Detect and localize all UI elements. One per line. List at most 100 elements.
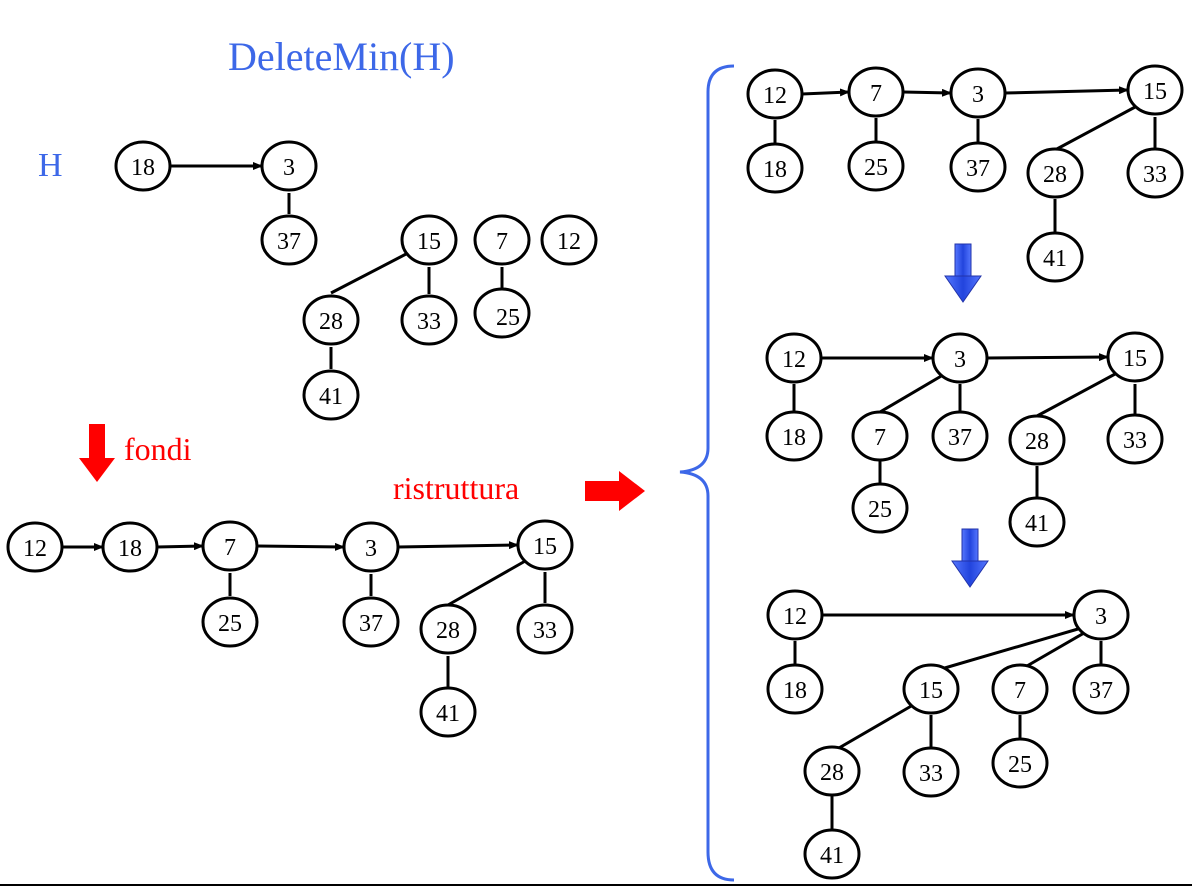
tree-edge (930, 627, 1079, 674)
tree-node: 7 (851, 410, 909, 462)
svg-text:25: 25 (1008, 752, 1032, 778)
svg-text:3: 3 (954, 347, 966, 373)
tree-node: 28 (419, 603, 477, 655)
tree-edge (1019, 631, 1085, 672)
tree-node: 18 (766, 663, 824, 715)
svg-text:15: 15 (1123, 346, 1147, 372)
tree-node: 3 (949, 67, 1007, 119)
merge-label: fondi (124, 431, 192, 467)
svg-text:12: 12 (763, 83, 787, 109)
tree-node: 25 (847, 140, 905, 192)
tree-node: 25 (201, 596, 259, 648)
root-link-arrow (156, 542, 204, 551)
heap-h: 18 3 37 15 28 33 41 7 25 12 (114, 140, 598, 421)
step-down-arrow-icon-2 (951, 528, 989, 588)
svg-text:12: 12 (557, 229, 581, 255)
right-brace (679, 64, 735, 882)
svg-text:18: 18 (131, 155, 155, 181)
svg-text:33: 33 (533, 618, 557, 644)
svg-text:7: 7 (1014, 678, 1026, 704)
tree-node: 18 (101, 521, 159, 573)
tree-node: 15 (902, 663, 960, 715)
root-link-arrow (256, 542, 345, 551)
tree-node: 41 (302, 369, 360, 421)
tree-node: 28 (1026, 147, 1084, 199)
root-link-arrow (397, 541, 519, 550)
tree-node: 37 (260, 214, 318, 266)
svg-text:28: 28 (319, 309, 343, 335)
tree-node: 12 (746, 68, 804, 120)
tree-node: 28 (1008, 414, 1066, 466)
tree-edge (1054, 104, 1138, 152)
tree-node: 15 (400, 214, 458, 266)
root-link-arrow (986, 353, 1109, 362)
tree-edge (879, 373, 944, 414)
svg-text:7: 7 (870, 81, 882, 107)
tree-node: 3 (260, 140, 318, 192)
svg-text:41: 41 (1025, 511, 1049, 537)
svg-text:12: 12 (23, 536, 47, 562)
svg-text:15: 15 (1143, 79, 1167, 105)
root-link-arrow (902, 88, 952, 97)
tree-node: 41 (1008, 496, 1066, 548)
svg-text:33: 33 (417, 309, 441, 335)
page-title: DeleteMin(H) (228, 34, 455, 79)
svg-text:37: 37 (359, 611, 383, 637)
svg-text:18: 18 (763, 157, 787, 183)
tree-node: 37 (949, 141, 1007, 193)
tree-node: 18 (765, 410, 823, 462)
tree-node: 41 (419, 686, 477, 738)
svg-text:37: 37 (1089, 678, 1113, 704)
tree-node: 33 (1106, 413, 1164, 465)
svg-text:3: 3 (1095, 604, 1107, 630)
tree-node: 15 (1106, 331, 1164, 383)
svg-text:15: 15 (919, 678, 943, 704)
tree-node: 3 (931, 332, 989, 384)
svg-text:18: 18 (783, 678, 807, 704)
svg-text:15: 15 (533, 534, 557, 560)
root-link-arrow (801, 88, 850, 97)
svg-text:33: 33 (919, 761, 943, 787)
restructure-step-2: 12 18 3 7 37 25 15 28 33 41 (765, 331, 1164, 548)
svg-text:28: 28 (820, 760, 844, 786)
tree-node: 3 (1072, 589, 1130, 641)
svg-text:25: 25 (496, 305, 520, 331)
tree-edge (330, 251, 409, 295)
tree-node: 12 (540, 214, 598, 266)
tree-node: 12 (6, 521, 64, 573)
svg-text:18: 18 (118, 536, 142, 562)
tree-node: 25 (991, 737, 1049, 789)
tree-node: 28 (803, 745, 861, 797)
svg-text:25: 25 (864, 155, 888, 181)
tree-node: 25 (473, 287, 531, 339)
tree-node: 7 (847, 66, 905, 118)
svg-text:37: 37 (966, 156, 990, 182)
tree-node: 41 (1026, 231, 1084, 283)
svg-text:25: 25 (218, 611, 242, 637)
tree-edge (831, 703, 914, 754)
svg-text:28: 28 (436, 618, 460, 644)
restructure-label: ristruttura (393, 470, 519, 506)
tree-node: 33 (1126, 147, 1184, 199)
svg-text:33: 33 (1123, 428, 1147, 454)
svg-text:28: 28 (1025, 429, 1049, 455)
tree-node: 15 (516, 519, 574, 571)
tree-edge (447, 558, 528, 607)
tree-node: 37 (931, 410, 989, 462)
tree-node: 28 (302, 294, 360, 346)
svg-text:3: 3 (283, 155, 295, 181)
tree-node: 41 (803, 828, 861, 880)
tree-node: 18 (746, 142, 804, 194)
tree-node: 12 (765, 332, 823, 384)
svg-text:33: 33 (1143, 162, 1167, 188)
tree-node: 33 (902, 746, 960, 798)
merged-heap: 12 18 7 25 3 37 15 28 33 41 (6, 519, 574, 738)
tree-node: 33 (516, 603, 574, 655)
restructure-step-1: 12 18 7 25 3 37 15 28 33 41 (746, 64, 1184, 283)
tree-node: 7 (991, 663, 1049, 715)
svg-text:41: 41 (436, 701, 460, 727)
restructure-right-arrow-icon (585, 471, 645, 511)
svg-text:41: 41 (820, 843, 844, 869)
restructure-step-3: 12 18 3 15 7 37 28 33 25 41 (766, 589, 1130, 880)
